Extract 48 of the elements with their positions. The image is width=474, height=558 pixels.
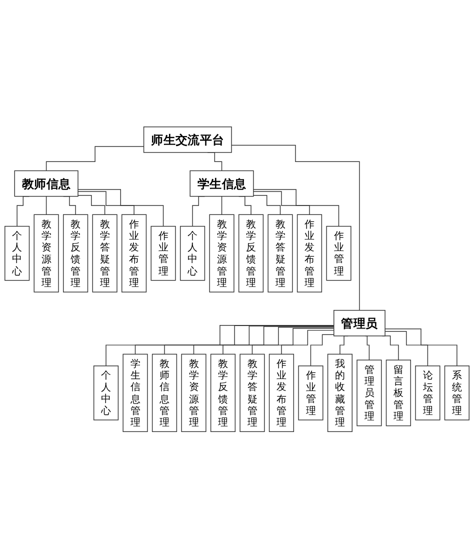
- node-box: 留言板管理: [386, 359, 411, 426]
- node-box: 教学答疑管理: [268, 214, 293, 292]
- connector: [222, 326, 334, 354]
- connector: [364, 335, 370, 360]
- node-box: 作业管理: [298, 365, 324, 420]
- connector: [193, 326, 334, 354]
- node-box: 管理员管理: [356, 359, 382, 426]
- connector: [231, 144, 360, 310]
- node-box: 个人中心: [4, 226, 30, 280]
- connector: [253, 190, 310, 215]
- node-box: 学生信息: [190, 170, 254, 196]
- node-box: 系统管理: [444, 365, 470, 420]
- node-box: 教学资源管理: [209, 214, 234, 292]
- node-box: 管理员: [334, 310, 386, 336]
- connector: [253, 188, 340, 226]
- node-box: 教师信息管理: [152, 354, 178, 432]
- connector: [310, 334, 334, 366]
- node-box: 教学答疑管理: [240, 354, 265, 432]
- connector: [281, 330, 334, 354]
- node-box: 个人中心: [180, 226, 206, 280]
- connector: [78, 194, 106, 215]
- connector: [384, 328, 458, 366]
- connector: [78, 188, 164, 226]
- node-box: 教学反馈管理: [210, 354, 236, 432]
- node-box: 教学答疑管理: [92, 214, 118, 292]
- node-box: 个人中心: [93, 365, 119, 420]
- node-box: 论坛管理: [415, 365, 440, 420]
- node-box: 教学资源管理: [181, 354, 206, 432]
- node-box: 作业发布管理: [268, 354, 294, 432]
- connector: [46, 146, 144, 171]
- connector: [252, 328, 334, 354]
- connector: [253, 194, 281, 215]
- node-box: 教学反馈管理: [238, 214, 264, 292]
- node-box: 作业发布管理: [122, 214, 147, 292]
- node-box: 教学反馈管理: [63, 214, 88, 292]
- connector: [106, 324, 334, 366]
- node-box: 我的收藏管理: [327, 354, 352, 432]
- node-box: 作业发布管理: [296, 214, 322, 292]
- connector: [46, 196, 47, 215]
- node-box: 学生信息管理: [122, 354, 148, 432]
- connector: [78, 190, 134, 215]
- connector: [221, 196, 222, 215]
- node-box: 作业管理: [150, 226, 176, 280]
- node-box: 教师信息: [14, 170, 78, 196]
- node-box: 师生交流平台: [143, 126, 232, 153]
- connector: [384, 330, 428, 366]
- node-box: 教学资源管理: [34, 214, 59, 292]
- node-box: 作业管理: [326, 226, 352, 280]
